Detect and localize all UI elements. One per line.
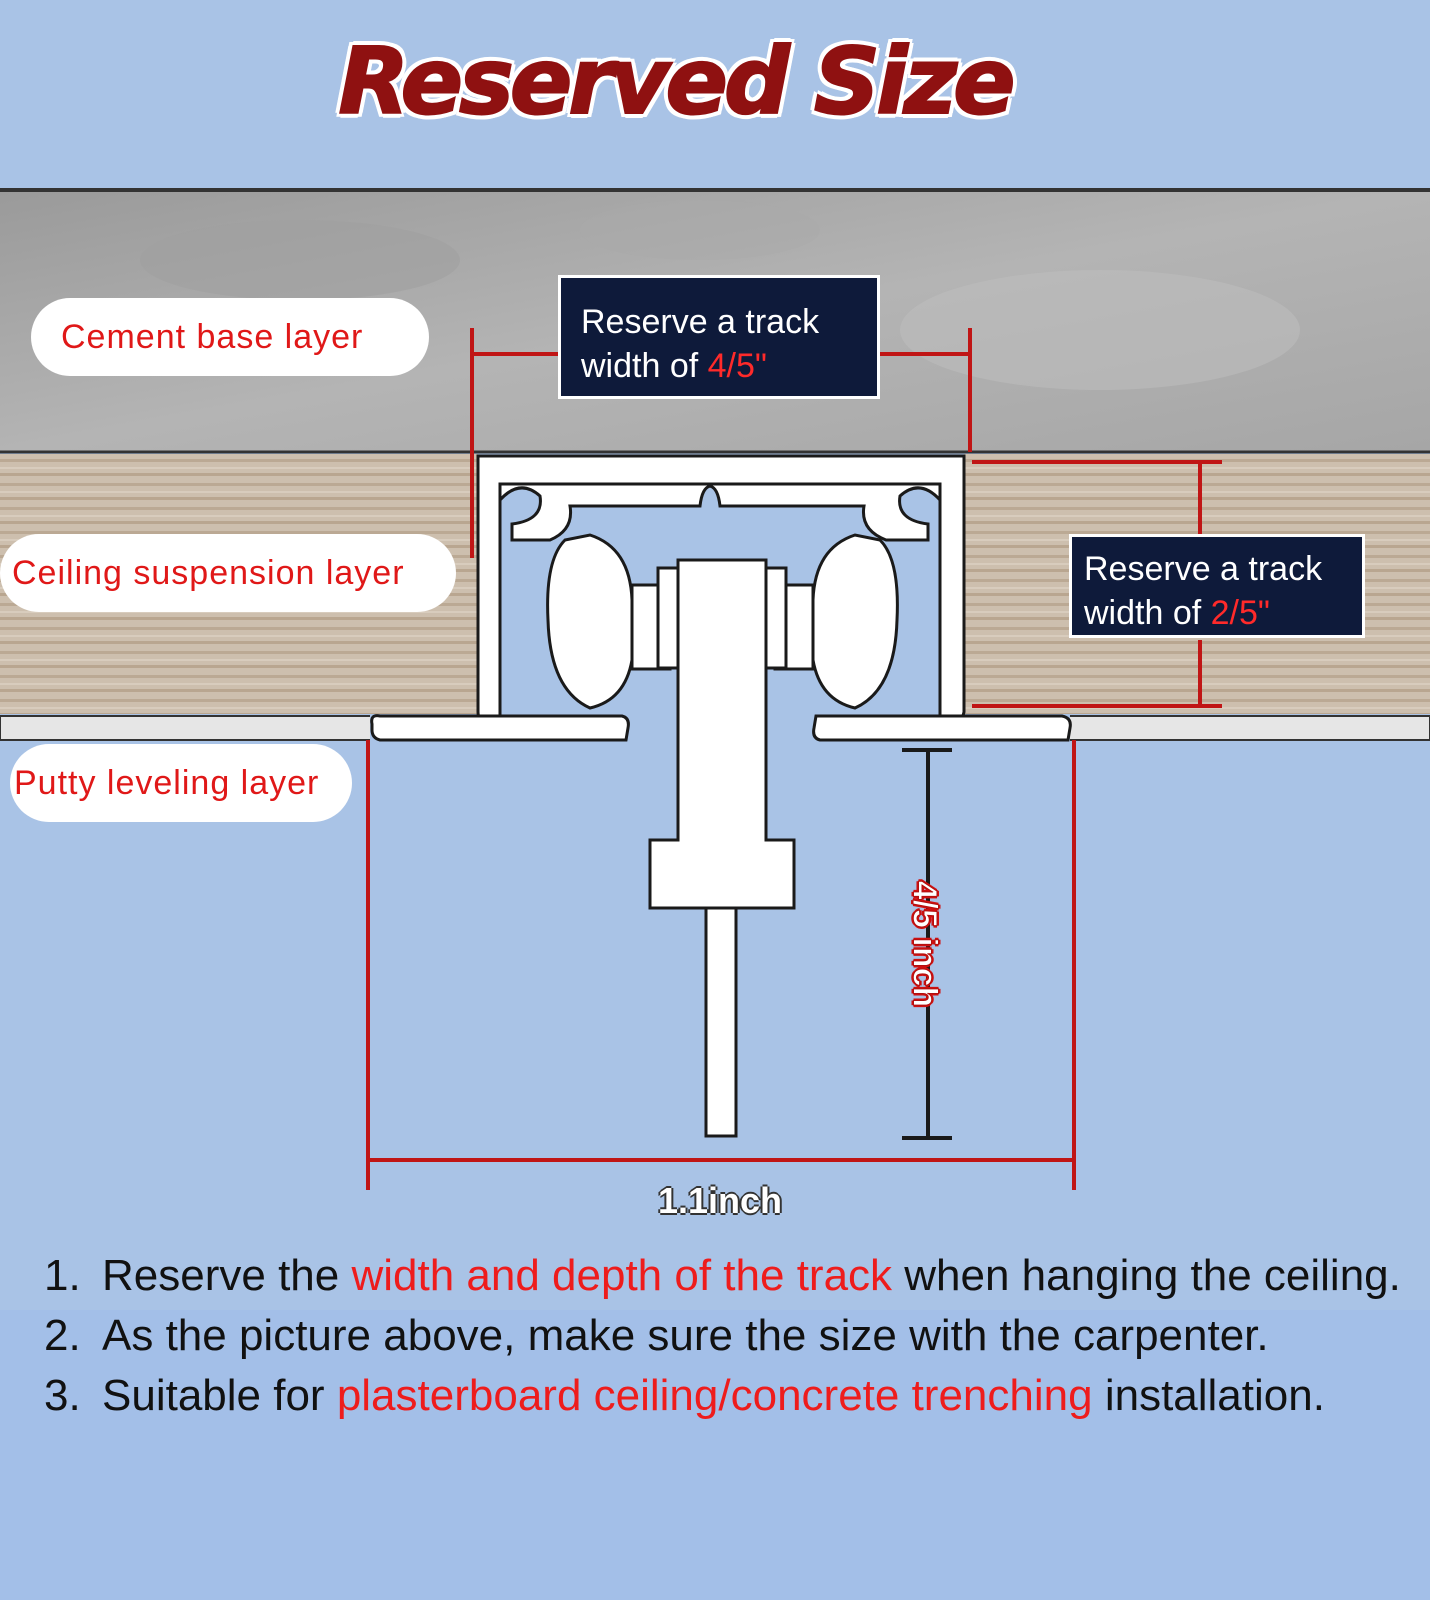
note-number: 2. bbox=[44, 1311, 81, 1360]
note-text: As the picture above, make sure the size… bbox=[102, 1311, 1269, 1360]
note-item: 1. Reserve the width and depth of the tr… bbox=[44, 1246, 1430, 1306]
note-text: Reserve the bbox=[102, 1251, 352, 1300]
note-highlight: plasterboard ceiling/concrete trenching bbox=[336, 1371, 1093, 1420]
track-profile bbox=[370, 454, 1072, 742]
dimension-depth-label: 4/5 inch bbox=[905, 880, 944, 1008]
label-cement-base-layer: Cement base layer bbox=[31, 298, 429, 376]
note-number: 3. bbox=[44, 1371, 81, 1420]
note-item: 3. Suitable for plasterboard ceiling/con… bbox=[44, 1366, 1430, 1426]
dimension-width-label: 1.1inch bbox=[657, 1180, 783, 1221]
page-title: Reserved Size bbox=[337, 27, 1016, 136]
notes-list: 1. Reserve the width and depth of the tr… bbox=[44, 1246, 1430, 1426]
callout-top-value: 4/5" bbox=[707, 347, 767, 385]
note-text: Suitable for bbox=[102, 1371, 337, 1420]
callout-right-text: Reserve a track width of bbox=[1084, 550, 1323, 632]
note-text-end: installation. bbox=[1092, 1371, 1325, 1420]
depth-dimension bbox=[902, 748, 952, 1140]
label-ceiling-suspension-layer: Ceiling suspension layer bbox=[0, 534, 456, 612]
note-item: 2. As the picture above, make sure the s… bbox=[44, 1306, 1430, 1366]
label-putty-leveling-layer: Putty leveling layer bbox=[10, 744, 352, 822]
callout-right-value: 2/5" bbox=[1210, 594, 1270, 632]
note-highlight: width and depth of the track bbox=[351, 1251, 893, 1300]
roller-assembly bbox=[546, 533, 899, 1138]
callout-track-width-right: Reserve a track width of 2/5" bbox=[1069, 534, 1365, 638]
callout-top-text: Reserve a track width of bbox=[581, 303, 820, 385]
note-text-end: when hanging the ceiling. bbox=[892, 1251, 1401, 1300]
dimension-lines bbox=[366, 328, 1222, 1190]
callout-track-width-top: Reserve a track width of 4/5" bbox=[558, 275, 880, 399]
note-number: 1. bbox=[44, 1251, 81, 1300]
